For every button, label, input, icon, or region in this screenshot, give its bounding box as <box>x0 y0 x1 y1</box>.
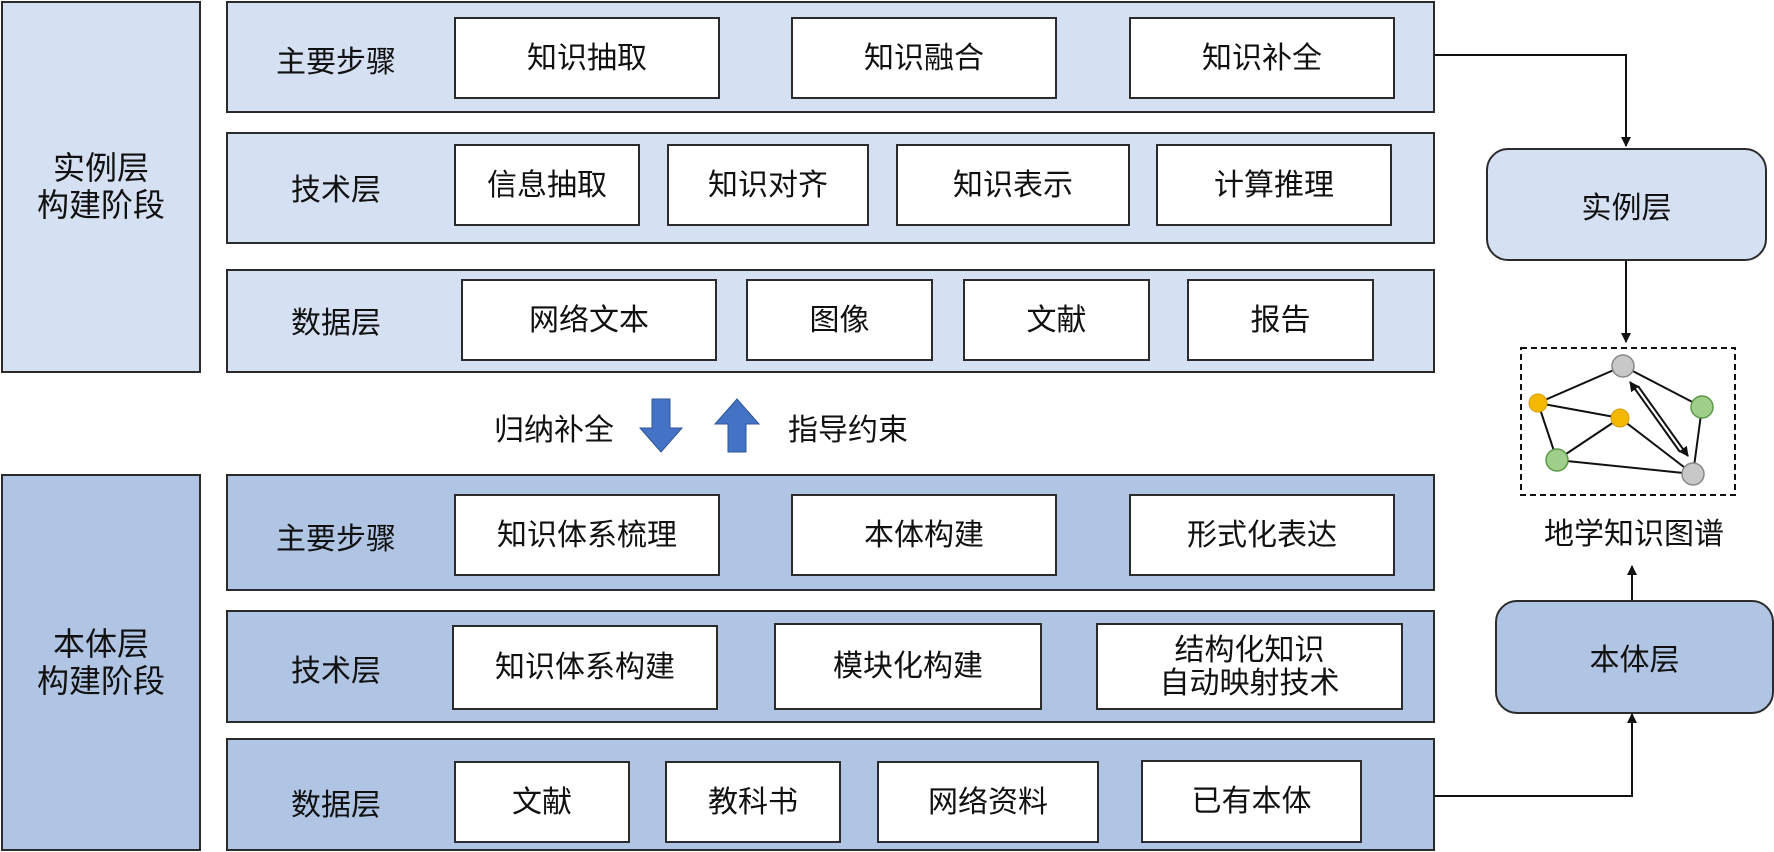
ontology-tech-label: 技术层 <box>291 654 381 689</box>
kg-node-gray-top <box>1611 354 1635 378</box>
kg-node-green-right <box>1690 395 1714 419</box>
ontology-stage-title-1: 本体层 <box>52 624 149 663</box>
data-image: 图像 <box>746 279 933 361</box>
ostep-knowledge-system: 知识体系梳理 <box>454 494 720 576</box>
kg-node-gray-bottom <box>1681 462 1705 486</box>
otech-structured-knowledge-mapping: 结构化知识 自动映射技术 <box>1096 623 1403 710</box>
tech-knowledge-alignment: 知识对齐 <box>667 144 869 226</box>
instance-steps-label: 主要步骤 <box>276 45 396 80</box>
kg-arrow-up <box>1629 381 1681 453</box>
step-knowledge-extraction: 知识抽取 <box>454 17 720 99</box>
data-report: 报告 <box>1187 279 1374 361</box>
kg-arrow-down <box>1637 385 1689 457</box>
odata-literature: 文献 <box>454 761 630 843</box>
kg-node-green-left <box>1545 448 1569 472</box>
otech-mapping-line1: 结构化知识 <box>1174 632 1325 668</box>
ontology-data-label: 数据层 <box>291 788 381 823</box>
ontology-layer-box: 本体层 <box>1495 600 1774 714</box>
ostep-ontology-construction: 本体构建 <box>791 494 1057 576</box>
induction-completion-label: 归纳补全 <box>494 413 614 448</box>
odata-textbook: 教科书 <box>665 761 841 843</box>
arrow-to-instance-layer <box>1434 54 1631 147</box>
tech-knowledge-representation: 知识表示 <box>896 144 1130 226</box>
instance-stage-panel: 实例层 构建阶段 <box>1 1 201 373</box>
tech-computational-reasoning: 计算推理 <box>1156 144 1392 226</box>
instance-stage-title-2: 构建阶段 <box>36 186 165 224</box>
otech-mapping-line2: 自动映射技术 <box>1159 665 1340 701</box>
kg-node-yellow-left <box>1528 393 1548 413</box>
instance-data-label: 数据层 <box>291 306 381 341</box>
ostep-formal-expression: 形式化表达 <box>1129 494 1395 576</box>
odata-web-materials: 网络资料 <box>877 761 1099 843</box>
tech-information-extraction: 信息抽取 <box>454 144 640 226</box>
kg-caption: 地学知识图谱 <box>1544 517 1724 552</box>
instance-stage-title-1: 实例层 <box>52 149 149 188</box>
down-arrow-icon <box>638 398 684 453</box>
guidance-constraint-label: 指导约束 <box>788 413 908 448</box>
data-web-text: 网络文本 <box>461 279 717 361</box>
kg-node-yellow-center <box>1610 408 1630 428</box>
instance-layer-box: 实例层 <box>1486 148 1767 261</box>
step-knowledge-fusion: 知识融合 <box>791 17 1057 99</box>
ontology-stage-panel: 本体层 构建阶段 <box>1 474 201 851</box>
up-arrow-icon <box>713 398 761 453</box>
odata-existing-ontology: 已有本体 <box>1141 760 1362 843</box>
step-knowledge-completion: 知识补全 <box>1129 17 1395 99</box>
arrow-to-ontology-layer <box>1434 713 1637 797</box>
data-literature: 文献 <box>963 279 1150 361</box>
instance-tech-label: 技术层 <box>291 173 381 208</box>
ontology-stage-title-2: 构建阶段 <box>36 661 165 700</box>
ontology-steps-label: 主要步骤 <box>276 522 396 557</box>
otech-knowledge-system-construction: 知识体系构建 <box>452 625 718 710</box>
otech-modular-construction: 模块化构建 <box>774 623 1042 710</box>
